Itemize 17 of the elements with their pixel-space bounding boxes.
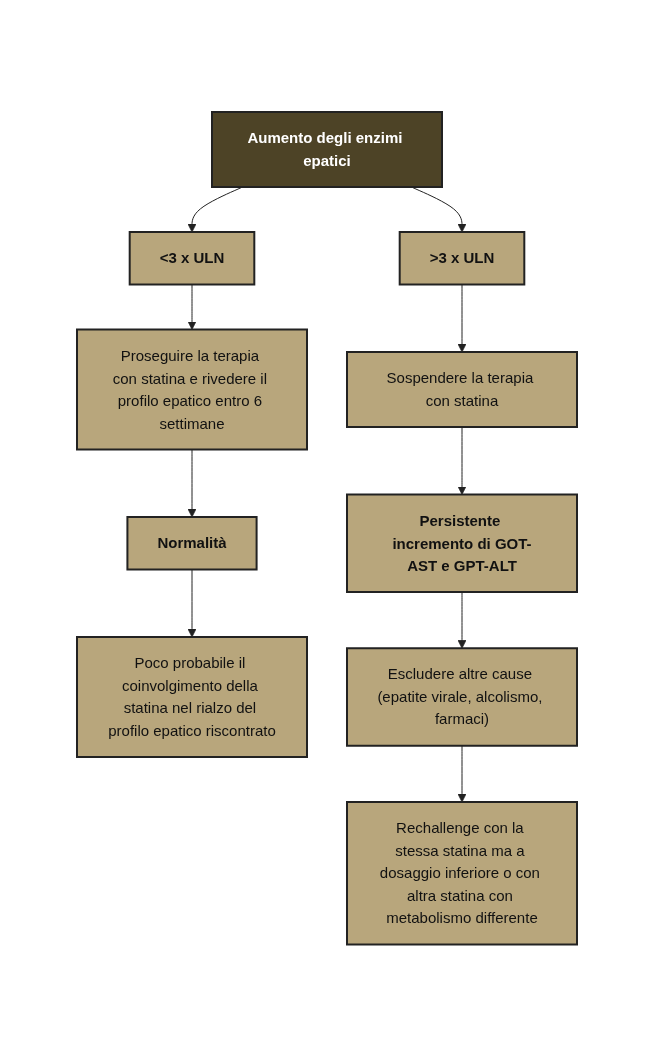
arrow xyxy=(457,284,466,353)
arrow xyxy=(187,284,196,331)
arrow xyxy=(457,426,466,496)
node-box: Persistente incremento di GOT-AST e GPT-ALT xyxy=(345,493,578,594)
node-box: Escludere altre cause (epatite virale, alcolismo, farmaci) xyxy=(345,647,578,747)
arrow xyxy=(187,449,196,518)
node-box: Aumento degli enzimi epatici xyxy=(210,111,443,189)
arrow xyxy=(457,591,466,649)
node-box: <3 x ULN xyxy=(128,231,255,286)
node-box: Proseguire la terapia con statina e rivedere il profilo epatico entro 6 settimane xyxy=(75,328,308,451)
arrow xyxy=(457,745,466,803)
node-box: Rechallenge con la stessa statina ma a dosaggio inferiore o con altra statina con metabolismo differente xyxy=(345,801,578,946)
node-box: Poco probabile il coinvolgimento della statina nel rialzo del profilo epatico riscontrato xyxy=(75,636,308,759)
node-box: Normalità xyxy=(125,516,258,571)
node-box: Sospendere la terapia con statina xyxy=(345,351,578,429)
node-box: >3 x ULN xyxy=(398,231,525,286)
arrow xyxy=(187,569,196,638)
